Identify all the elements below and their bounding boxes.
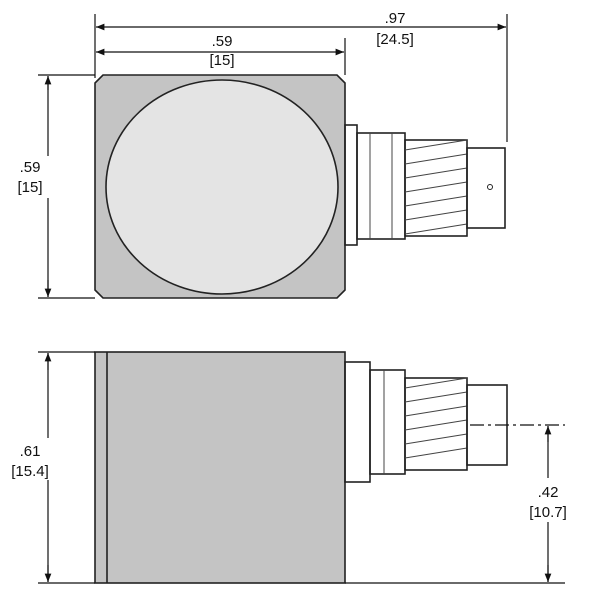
connector-plug [466, 147, 506, 229]
sensing-face [105, 79, 339, 295]
dimension-top-width: .59 [15] [95, 33, 346, 75]
dim-text-inch: .61 [20, 443, 41, 460]
sensor-body-side [94, 351, 346, 584]
connector-hex [356, 132, 406, 240]
connector-pin [487, 184, 493, 190]
side-view [94, 351, 508, 584]
dim-text-mm: [10.7] [529, 504, 567, 521]
dimension-side-height: .61 [15.4] [11, 351, 95, 584]
dim-text-inch: .59 [20, 159, 41, 176]
connector-base [344, 361, 371, 483]
dimension-overall-length: .97 [24.5] [94, 10, 508, 142]
connector-base [344, 124, 358, 246]
dimension-top-height: .59 [15] [17, 74, 95, 299]
dim-text-mm: [15] [17, 179, 42, 196]
dim-text-inch: .97 [385, 10, 406, 27]
dim-text-inch: .42 [538, 484, 559, 501]
top-view [94, 74, 506, 299]
dimension-connector-center-height: .42 [10.7] [345, 424, 567, 584]
connector-thread [404, 139, 468, 237]
connector-hex [369, 369, 406, 475]
dim-text-inch: .59 [212, 33, 233, 50]
dim-text-mm: [24.5] [376, 31, 414, 48]
dim-text-mm: [15.4] [11, 463, 49, 480]
dim-text-mm: [15] [209, 52, 234, 69]
